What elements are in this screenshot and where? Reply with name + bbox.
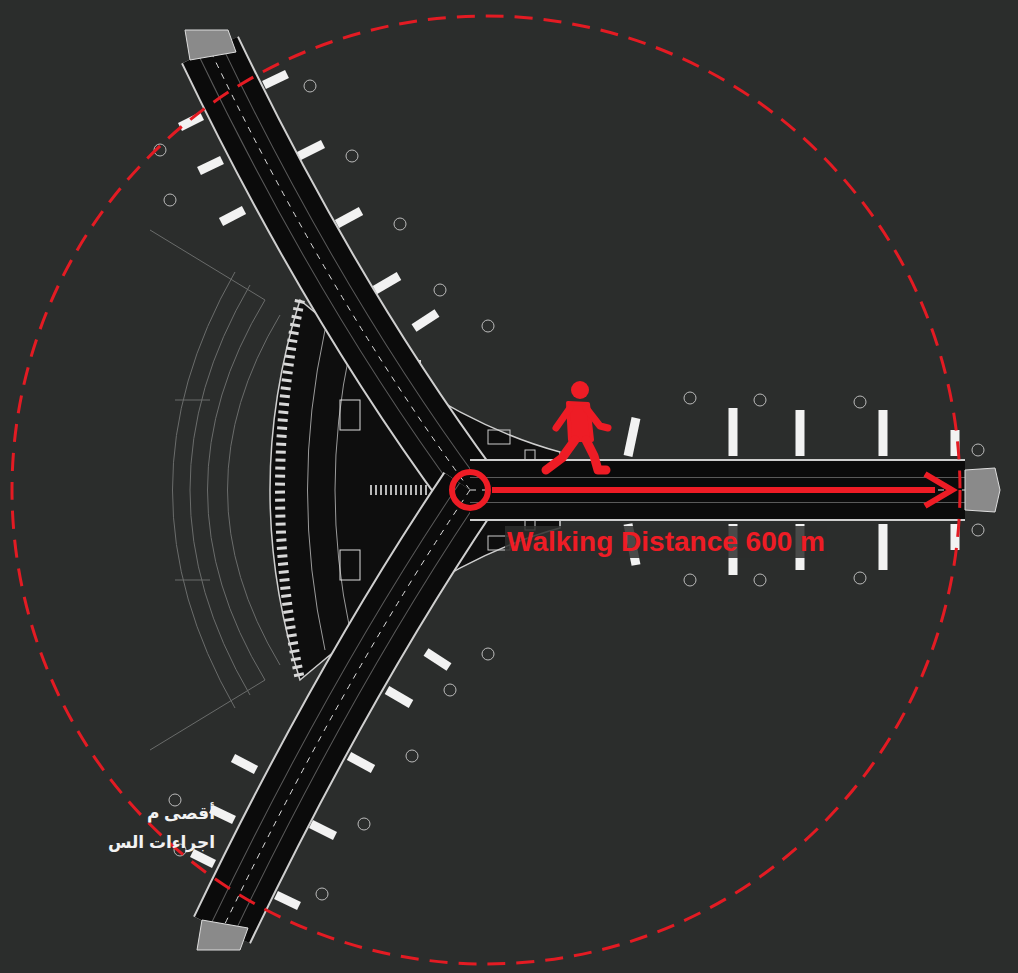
- pier-east: [470, 408, 1000, 575]
- caption-text: اجراءات الس: [108, 832, 215, 853]
- caption-text: أقصى م: [147, 803, 215, 824]
- arrow-head: [925, 474, 952, 506]
- pier-arm: [180, 30, 470, 490]
- walking-radius: [12, 16, 960, 964]
- distance-label: Walking Distance 600 m: [505, 526, 827, 558]
- piers: [180, 30, 1000, 950]
- walking-person: [546, 381, 608, 470]
- pier-arm: [192, 490, 470, 950]
- distance-arrow: [492, 487, 935, 493]
- gate-markers: [154, 80, 984, 900]
- origin-marker: [452, 472, 488, 508]
- landside-roads: [150, 230, 280, 750]
